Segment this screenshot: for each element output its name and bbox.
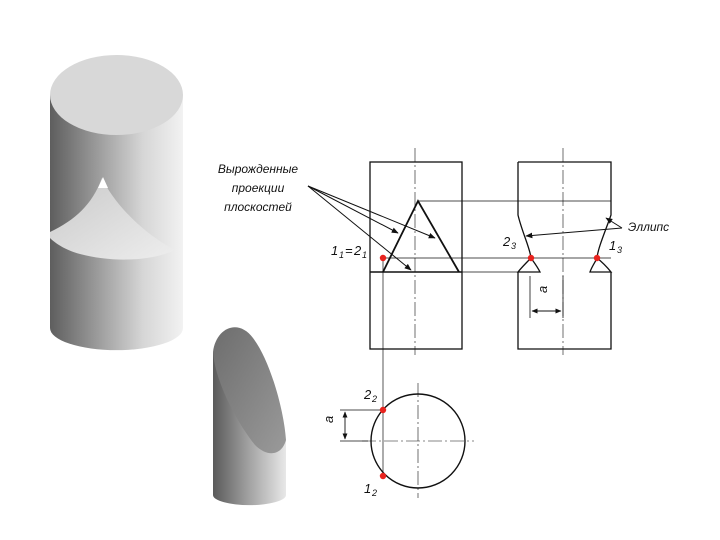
label-p2-front-sub: 1 — [362, 250, 367, 260]
label-p1-front-sub: 1 — [339, 250, 344, 260]
point-marker-top-1 — [379, 472, 387, 480]
cylinder-upper-body — [50, 95, 183, 245]
leader-arrow-2 — [307, 185, 436, 239]
label-p1-side-sub: 3 — [617, 245, 622, 255]
point-marker-side-1 — [593, 254, 601, 262]
cylinder-cut-notch — [98, 177, 108, 188]
point-marker-side-2 — [527, 254, 535, 262]
side-view — [516, 148, 613, 355]
label-top-points: 2 2 1 2 — [363, 387, 377, 498]
front-view — [369, 148, 463, 355]
side-view-upper-outline — [516, 161, 613, 273]
projection-lines — [382, 200, 611, 476]
top-view — [340, 383, 474, 498]
leader-arrows — [307, 185, 623, 271]
dimension-a-side: a — [535, 286, 550, 293]
label-side-points: 2 3 1 3 — [502, 234, 622, 255]
label-p1-side: 1 — [609, 238, 616, 253]
degenerate-label-line2: проекции — [232, 181, 285, 195]
ellipse-label: Эллипс — [628, 220, 669, 234]
ellipse-leader-right — [605, 217, 623, 229]
cylinder-top-face — [50, 55, 183, 135]
label-p2-side: 2 — [502, 234, 511, 249]
front-view-cut-triangle — [382, 199, 460, 273]
label-p2-top: 2 — [363, 387, 372, 402]
label-equals: = — [345, 243, 353, 258]
point-markers — [379, 254, 601, 480]
degenerate-label-line1: Вырожденные — [218, 162, 299, 176]
cylinder-lower-body — [50, 245, 183, 351]
label-p2-front: 2 — [353, 243, 362, 258]
label-p2-side-sub: 3 — [511, 241, 516, 251]
label-p2-top-sub: 2 — [371, 394, 377, 404]
point-marker-top-2 — [379, 406, 387, 414]
leader-arrow-1 — [307, 185, 399, 234]
point-marker-front — [379, 254, 387, 262]
label-p1-top: 1 — [364, 481, 371, 496]
ellipse-leader-left — [525, 227, 623, 239]
cut-rod-3d-view — [213, 327, 286, 506]
cylinder-cut-face — [50, 178, 175, 260]
label-p1-top-sub: 2 — [371, 488, 377, 498]
degenerate-label-line3: плоскостей — [224, 200, 292, 214]
rod-oblique-face — [213, 327, 286, 454]
front-view-outline — [369, 161, 463, 350]
leader-arrow-3 — [307, 185, 412, 271]
cylinder-3d-view — [50, 55, 183, 351]
dimension-a-top: a — [321, 416, 336, 423]
label-front-points: 1 1 = 2 1 — [331, 243, 367, 260]
label-p1-front: 1 — [331, 243, 338, 258]
side-view-lower-outline — [517, 272, 612, 350]
